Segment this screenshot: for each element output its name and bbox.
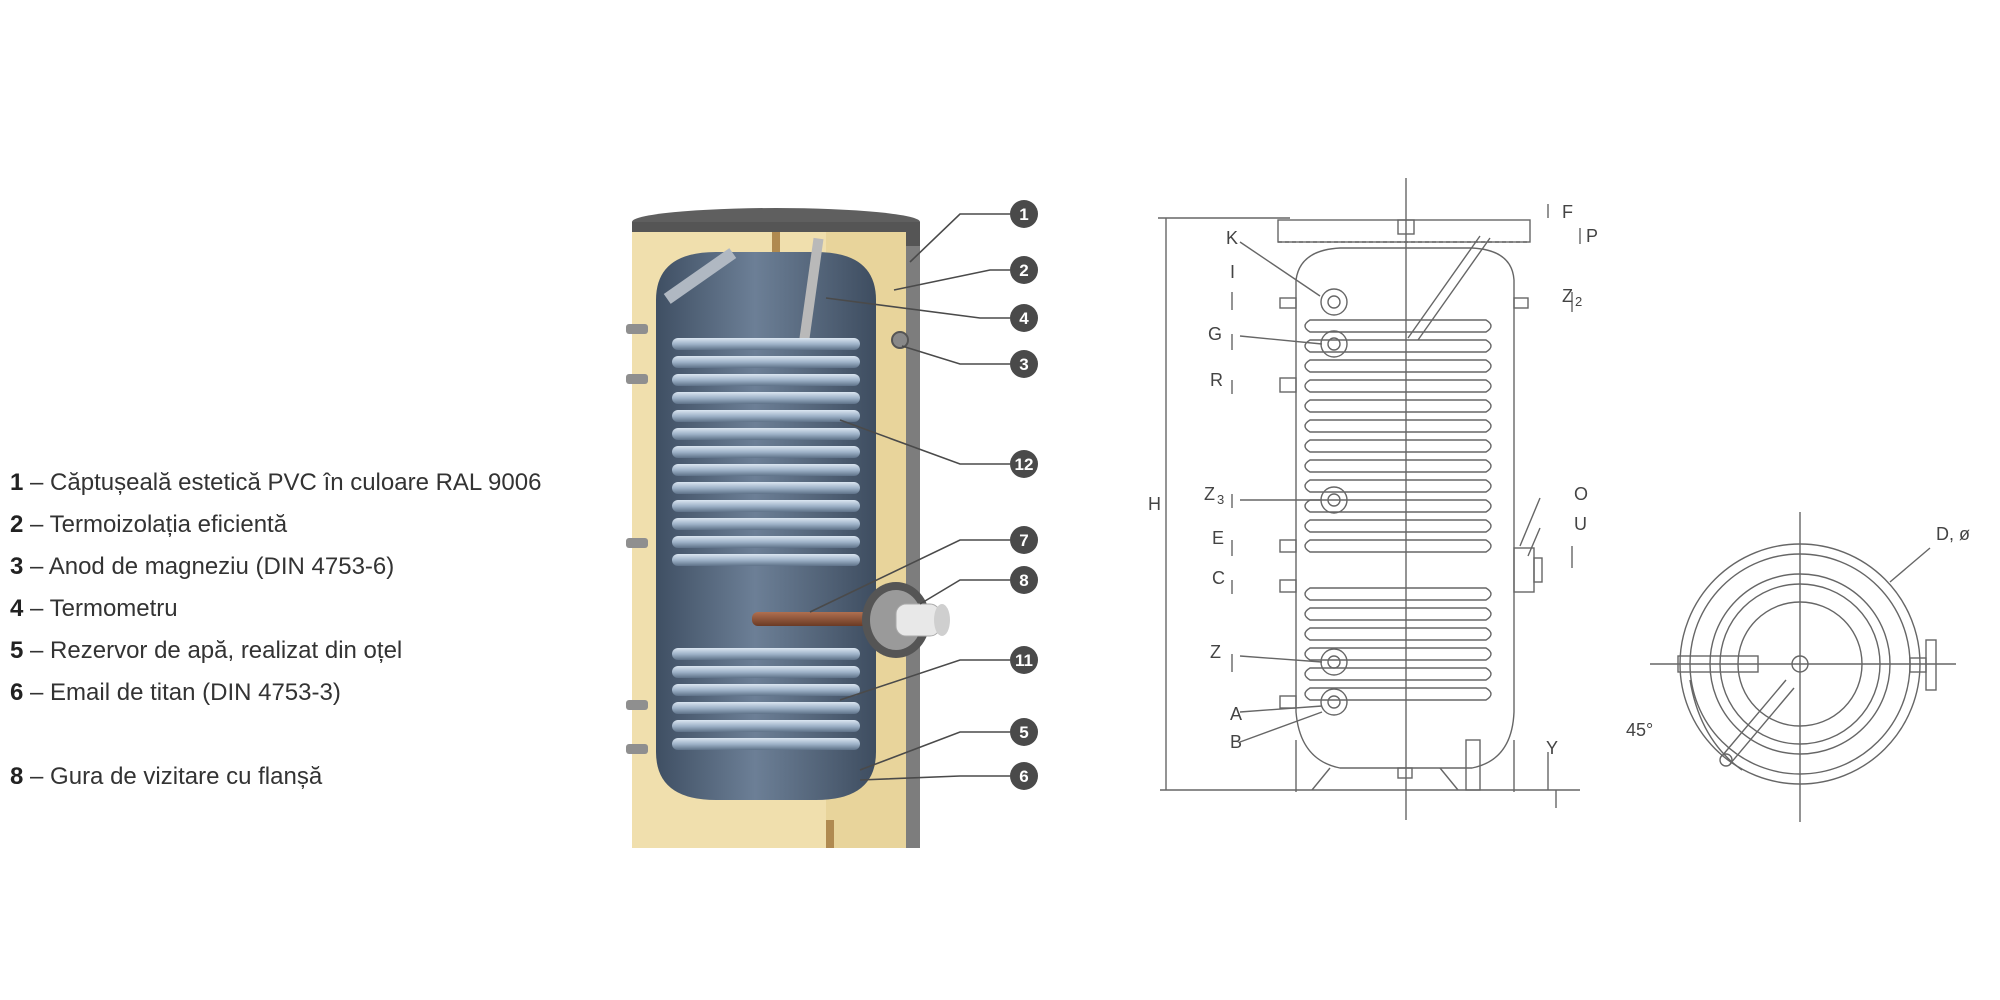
legend-text: Căptușeală estetică PVC în culoare RAL 9… [50, 469, 542, 496]
callout-12: 12 [1010, 450, 1038, 478]
cutaway-tank [626, 208, 950, 848]
drawing-upper-coil [1304, 319, 1492, 553]
callout-3: 3 [1010, 350, 1038, 378]
legend-sep: – [23, 469, 51, 496]
drawing-lower-coil [1304, 587, 1492, 701]
legend-text: Rezervor de apă, realizat din oțel [50, 637, 403, 664]
label-Y: Y [1546, 738, 1558, 758]
top-view [1650, 512, 1956, 822]
legend-num: 5 [10, 637, 24, 664]
label-Z2-sub: 2 [1575, 294, 1582, 309]
svg-text:8: 8 [1019, 571, 1028, 590]
casing-edge [904, 222, 920, 848]
label-O: O [1574, 484, 1588, 504]
callouts [809, 213, 1010, 781]
heating-element-rod [752, 612, 872, 626]
callout-2: 2 [1010, 256, 1038, 284]
legend-sep: – [23, 511, 50, 538]
svg-text:6: 6 [1019, 767, 1028, 786]
label-E: E [1212, 528, 1224, 548]
thermometer-pipe [798, 237, 824, 347]
label-R: R [1210, 370, 1223, 390]
label-H: H [1148, 494, 1161, 514]
callout-11: 11 [1010, 646, 1038, 674]
legend-item-8: 8 – Gura de vizitare cu flanșă [10, 756, 541, 798]
legend-item-1: 1 – Căptușeală estetică PVC în culoare R… [10, 462, 541, 504]
svg-text:5: 5 [1019, 723, 1028, 742]
callout-5: 5 [1010, 718, 1038, 746]
label-angle: 45° [1626, 720, 1653, 740]
callout-7: 7 [1010, 526, 1038, 554]
svg-text:3: 3 [1019, 355, 1028, 374]
label-U: U [1574, 514, 1587, 534]
legend-item-5: 5 – Rezervor de apă, realizat din oțel [10, 630, 541, 672]
svg-text:7: 7 [1019, 531, 1028, 550]
inspection-flange [862, 582, 950, 658]
legend-sep: – [23, 763, 51, 790]
legend-item-4: 4 – Termometru [10, 588, 541, 630]
callout-8: 8 [1010, 566, 1038, 594]
label-P: P [1586, 226, 1598, 246]
svg-text:2: 2 [1019, 261, 1028, 280]
technical-drawing [1158, 178, 1581, 820]
legend-num: 2 [10, 511, 24, 538]
upper-coil [672, 338, 860, 566]
label-diameter: D, ø [1936, 524, 1970, 544]
legend-num: 8 [10, 763, 24, 790]
callout-4: 4 [1010, 304, 1038, 332]
lower-coil [672, 648, 860, 750]
legend-text: Termometru [49, 595, 178, 622]
legend-num: 1 [10, 469, 24, 496]
legend-item-6: 6 – Email de titan (DIN 4753-3) [10, 672, 541, 714]
legend-sep: – [23, 679, 51, 706]
svg-text:1: 1 [1019, 205, 1028, 224]
legend-text: Gura de vizitare cu flanșă [50, 763, 323, 790]
legend-num: 3 [10, 553, 24, 580]
svg-text:4: 4 [1019, 309, 1029, 328]
callout-1: 1 [1010, 200, 1038, 228]
label-B: B [1230, 732, 1242, 752]
svg-text:11: 11 [1015, 651, 1033, 670]
label-I: I [1230, 262, 1235, 282]
legend-text: Termoizolația eficientă [49, 511, 288, 538]
side-connections [626, 232, 834, 848]
legend-item-2: 2 – Termoizolația eficientă [10, 504, 541, 546]
label-G: G [1208, 324, 1222, 344]
legend-text: Anod de magneziu (DIN 4753-6) [48, 553, 395, 580]
legend-item-3: 3 – Anod de magneziu (DIN 4753-6) [10, 546, 541, 588]
component-legend: 1 – Căptușeală estetică PVC în culoare R… [10, 462, 541, 798]
inlet-pipe-top [663, 248, 737, 304]
drawing-labels: F P K I Z 2 G R H Z 3 O U E C Z A B Y [1148, 202, 1598, 758]
label-F: F [1562, 202, 1573, 222]
legend-num: 4 [10, 595, 24, 622]
callout-6: 6 [1010, 762, 1038, 790]
label-Z2: Z [1562, 286, 1573, 306]
legend-sep: – [23, 553, 49, 580]
legend-sep: – [23, 637, 51, 664]
label-Z: Z [1210, 642, 1221, 662]
label-C: C [1212, 568, 1225, 588]
legend-num: 6 [10, 679, 24, 706]
svg-text:12: 12 [1015, 455, 1034, 474]
anode-fitting [891, 331, 909, 349]
label-K: K [1226, 228, 1238, 248]
label-A: A [1230, 704, 1242, 724]
legend-sep: – [23, 595, 50, 622]
label-Z3: Z [1204, 484, 1215, 504]
callout-badges: 1 2 4 3 12 7 8 11 5 6 [1010, 200, 1038, 790]
label-Z3-sub: 3 [1217, 492, 1224, 507]
legend-text: Email de titan (DIN 4753-3) [50, 679, 341, 706]
